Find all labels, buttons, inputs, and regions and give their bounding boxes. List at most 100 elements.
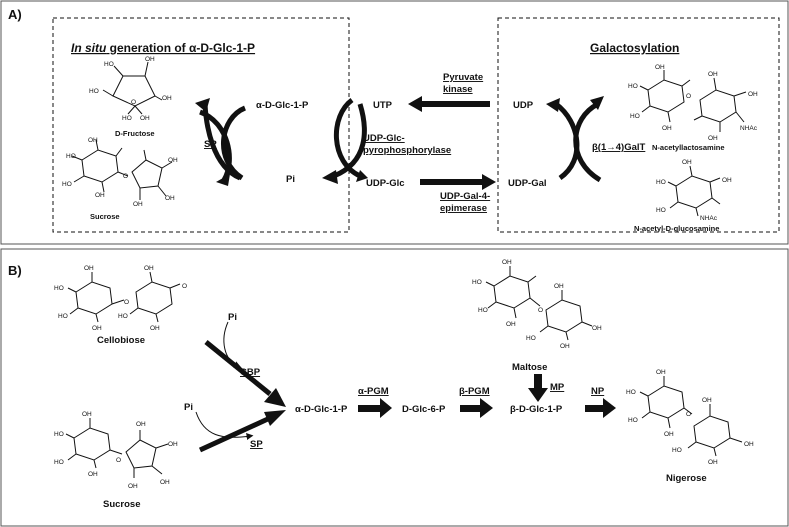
svg-text:O: O <box>131 99 136 106</box>
cellobiose-structure: HO OH HO OH O OH O HO OH <box>54 265 187 332</box>
svg-text:OH: OH <box>502 259 512 266</box>
svg-text:HO: HO <box>89 88 99 95</box>
svg-text:OH: OH <box>133 201 143 208</box>
svg-text:OH: OH <box>748 91 758 98</box>
svg-text:OH: OH <box>664 431 674 438</box>
svg-text:HO: HO <box>526 335 536 342</box>
svg-text:HO: HO <box>626 389 636 396</box>
svg-text:O: O <box>124 299 129 306</box>
n-acetyllactosamine-label: N-acetyllactosamine <box>652 143 725 152</box>
mp-arrow <box>528 374 548 402</box>
pi-top-curve <box>223 321 242 368</box>
svg-text:HO: HO <box>62 181 72 188</box>
ugp-enzyme-label: UDP-Glc- <box>363 133 405 144</box>
svg-text:HO: HO <box>472 279 482 286</box>
svg-text:HO: HO <box>122 115 132 122</box>
svg-text:NHAc: NHAc <box>700 215 718 222</box>
ugp-enzyme-label-2: pyrophosphorylase <box>363 145 451 156</box>
alpha-pgm-label: α-PGM <box>358 386 389 397</box>
alpha-pgm-arrow <box>358 398 392 418</box>
pyruvate-kinase-label: Pyruvate <box>443 72 483 83</box>
svg-text:HO: HO <box>54 431 64 438</box>
svg-text:OH: OH <box>145 56 155 63</box>
svg-text:OH: OH <box>708 71 718 78</box>
svg-text:OH: OH <box>708 135 718 142</box>
n-acetyl-glucosamine-structure: HO OH OH HO NHAc <box>656 159 732 222</box>
alpha-glc1p-label: α-D-Glc-1-P <box>295 404 348 415</box>
pyruvate-kinase-label-2: kinase <box>443 84 473 95</box>
svg-text:OH: OH <box>140 115 150 122</box>
pi-bottom-label: Pi <box>184 402 193 413</box>
d-fructose-label: D-Fructose <box>115 129 155 138</box>
svg-text:OH: OH <box>150 325 160 332</box>
svg-text:OH: OH <box>656 369 666 376</box>
svg-text:NHAc: NHAc <box>740 125 758 132</box>
svg-text:OH: OH <box>92 325 102 332</box>
svg-text:OH: OH <box>592 325 602 332</box>
svg-text:HO: HO <box>54 459 64 466</box>
udp-label: UDP <box>513 100 534 111</box>
sucrose-label-a: Sucrose <box>90 212 120 221</box>
svg-text:HO: HO <box>628 83 638 90</box>
cbp-arrow <box>204 340 286 407</box>
sucrose-label-b: Sucrose <box>103 499 141 510</box>
svg-text:OH: OH <box>655 64 665 71</box>
svg-text:O: O <box>686 411 691 418</box>
svg-text:OH: OH <box>88 471 98 478</box>
epimerase-arrow <box>420 174 496 190</box>
galt-cycle-arrows <box>546 96 604 183</box>
pi-bottom-curve <box>195 411 254 440</box>
nigerose-structure: HO OH HO OH O OH HO OH OH <box>626 369 754 466</box>
svg-text:OH: OH <box>560 343 570 350</box>
pi-top-label: Pi <box>228 312 237 323</box>
svg-text:O: O <box>686 93 691 100</box>
svg-text:HO: HO <box>656 207 666 214</box>
svg-text:HO: HO <box>54 285 64 292</box>
mp-enzyme-label: MP <box>550 382 565 393</box>
in-situ-box-title: In situ generation of α-D-Glc-1-P <box>71 41 255 55</box>
ugp-cycle-arrows <box>322 97 368 184</box>
svg-text:HO: HO <box>118 313 128 320</box>
svg-text:OH: OH <box>84 265 94 272</box>
nigerose-label: Nigerose <box>666 473 707 484</box>
svg-text:OH: OH <box>722 177 732 184</box>
svg-text:OH: OH <box>682 159 692 166</box>
sucrose-structure-b: HO OH HO OH O OH OH OH OH <box>54 411 178 490</box>
sucrose-structure-a: HO HO OH OH O OH OH OH <box>62 137 178 208</box>
svg-text:OH: OH <box>165 195 175 202</box>
svg-text:OH: OH <box>708 459 718 466</box>
svg-text:OH: OH <box>162 95 172 102</box>
svg-text:OH: OH <box>136 421 146 428</box>
beta-pgm-arrow <box>460 398 493 418</box>
svg-text:OH: OH <box>662 125 672 132</box>
panel-a-label: A) <box>8 7 22 22</box>
galt-enzyme-label: β(1→4)GalT <box>592 142 646 153</box>
glc1p-label-a: α-D-Glc-1-P <box>256 100 309 111</box>
pyruvate-kinase-arrow <box>408 96 490 112</box>
panel-b-frame <box>0 248 789 527</box>
svg-text:HO: HO <box>58 313 68 320</box>
beta-pgm-label: β-PGM <box>459 386 490 397</box>
svg-text:O: O <box>182 283 187 290</box>
pi-label-a: Pi <box>286 174 295 185</box>
svg-text:O: O <box>116 457 121 464</box>
svg-text:OH: OH <box>168 441 178 448</box>
epimerase-label-2: epimerase <box>440 203 487 214</box>
sp-cycle-arrows <box>195 98 247 186</box>
n-acetyl-glucosamine-label: N-acetyl-D-glucosamine <box>634 224 719 233</box>
cellobiose-label: Cellobiose <box>97 335 145 346</box>
udp-gal-label: UDP-Gal <box>508 178 547 189</box>
svg-text:HO: HO <box>630 113 640 120</box>
svg-text:HO: HO <box>104 61 114 68</box>
svg-text:HO: HO <box>672 447 682 454</box>
svg-text:O: O <box>538 307 543 314</box>
svg-text:OH: OH <box>702 397 712 404</box>
cbp-enzyme-label: CBP <box>240 367 261 378</box>
svg-text:OH: OH <box>144 265 154 272</box>
in-situ-box <box>52 17 350 233</box>
np-enzyme-label: NP <box>591 386 605 397</box>
sp-enzyme-label-b: SP <box>250 439 263 450</box>
galactosylation-box-title: Galactosylation <box>590 41 679 55</box>
galactosylation-box <box>497 17 780 233</box>
